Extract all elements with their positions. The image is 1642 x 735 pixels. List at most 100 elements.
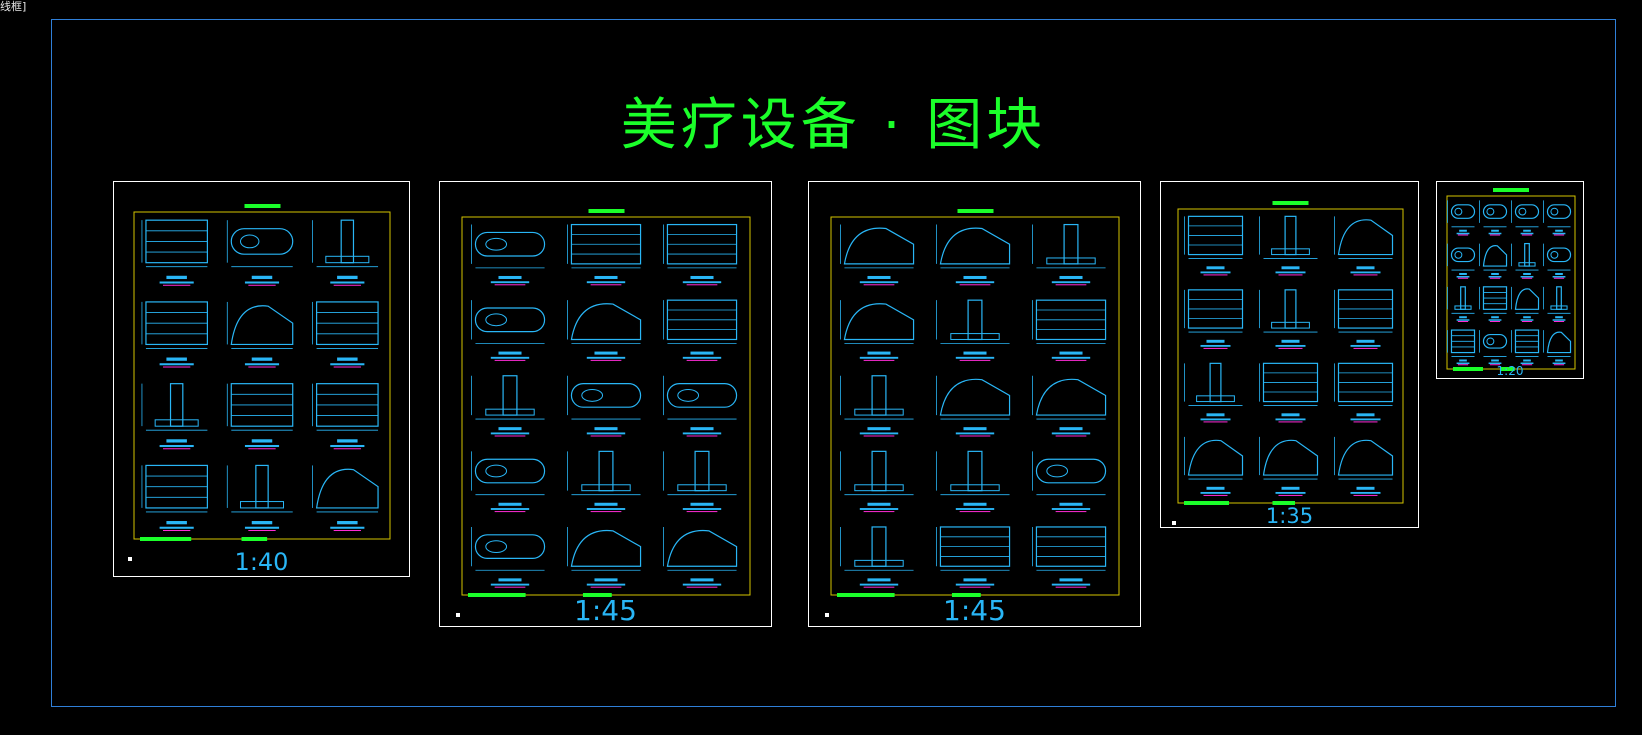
cad-block xyxy=(1479,200,1508,236)
scale-bar xyxy=(468,593,526,597)
cad-block xyxy=(1511,286,1540,322)
cad-block xyxy=(1334,436,1394,496)
cad-block xyxy=(936,299,1010,361)
sheet-1-linework xyxy=(128,204,391,561)
cad-block xyxy=(1447,329,1476,366)
sheet-1[interactable]: 1:40 xyxy=(113,181,410,577)
cad-block xyxy=(312,383,379,450)
scale-bar xyxy=(241,537,268,541)
title-bar xyxy=(1272,201,1309,205)
cad-block xyxy=(936,375,1011,437)
cad-block xyxy=(936,526,1011,588)
cad-block xyxy=(226,383,294,450)
sheet-2[interactable]: 1:45 xyxy=(439,181,772,627)
corner-mark xyxy=(825,613,829,617)
cad-block xyxy=(1032,299,1107,361)
cad-block xyxy=(312,301,379,368)
inner-border xyxy=(1177,208,1404,504)
sheet-1-scale-label: 1:40 xyxy=(234,548,289,576)
cad-block xyxy=(840,526,914,588)
cad-block xyxy=(471,375,545,437)
cad-block xyxy=(840,375,914,437)
cad-block xyxy=(567,450,641,513)
cad-block xyxy=(1259,215,1318,276)
cad-block xyxy=(1184,215,1244,276)
title-bar xyxy=(957,209,994,213)
cad-block xyxy=(1479,286,1508,322)
cad-block xyxy=(840,300,915,361)
cad-block xyxy=(936,224,1011,286)
cad-block xyxy=(1259,436,1319,496)
corner-mark xyxy=(1172,521,1176,525)
cad-block xyxy=(1334,216,1394,276)
scale-bar xyxy=(582,593,612,597)
cad-block xyxy=(312,219,379,286)
cad-block xyxy=(141,219,208,286)
cad-block xyxy=(471,300,546,361)
corner-mark xyxy=(128,557,132,561)
title-bar xyxy=(588,209,625,213)
cad-block xyxy=(1447,286,1475,322)
scale-bar xyxy=(951,593,981,597)
cad-block xyxy=(840,450,914,513)
cad-block xyxy=(1479,243,1508,279)
cad-block xyxy=(471,451,546,513)
cad-block xyxy=(1259,289,1318,349)
sheet-4-scale-label: 1:35 xyxy=(1265,504,1314,528)
title-bar xyxy=(244,204,281,208)
cad-block xyxy=(663,375,738,437)
sheet-5[interactable]: 1:20 xyxy=(1436,181,1584,379)
cad-block xyxy=(141,383,208,450)
cad-block xyxy=(226,301,294,368)
drawing-frame: 美疗设备 · 图块 xyxy=(51,19,1616,707)
cad-block xyxy=(567,375,642,437)
sheet-2-scale-label: 1:45 xyxy=(574,594,637,627)
scale-bar xyxy=(1453,367,1483,371)
cad-block xyxy=(1479,330,1508,366)
cad-block xyxy=(663,299,738,361)
cad-block xyxy=(1447,243,1476,279)
cad-block xyxy=(1184,362,1243,423)
cad-block xyxy=(1543,330,1572,366)
scale-bar xyxy=(1184,501,1229,505)
viewport-tag[interactable]: 线框] xyxy=(0,0,27,13)
cad-block xyxy=(141,301,208,368)
title-bar xyxy=(1493,188,1529,192)
sheet-5-scale-label: 1:20 xyxy=(1496,364,1524,378)
inner-border xyxy=(133,211,391,540)
drawing-title: 美疗设备 · 图块 xyxy=(620,93,1047,158)
sheet-4[interactable]: 1:35 xyxy=(1160,181,1419,528)
cad-block xyxy=(1259,362,1319,423)
cad-block xyxy=(1184,436,1244,496)
cad-block xyxy=(1032,375,1107,437)
cad-block xyxy=(663,223,738,286)
cad-block xyxy=(226,220,294,286)
cad-block xyxy=(471,526,546,588)
cad-block xyxy=(226,464,293,532)
scale-bar xyxy=(140,537,192,541)
cad-block xyxy=(1543,200,1572,236)
cad-block xyxy=(1511,200,1540,236)
sheet-2-linework xyxy=(456,209,751,617)
sheet-3-linework xyxy=(825,209,1120,617)
cad-block xyxy=(471,224,546,286)
cad-block xyxy=(1032,223,1106,286)
cad-block xyxy=(663,450,737,513)
scale-bar xyxy=(837,593,895,597)
corner-mark xyxy=(456,613,460,617)
inner-border xyxy=(1446,195,1576,370)
cad-block xyxy=(840,224,915,286)
sheet-5-linework xyxy=(1446,188,1576,371)
cad-block xyxy=(312,465,379,532)
cad-block xyxy=(1032,451,1107,513)
sheet-3-scale-label: 1:45 xyxy=(943,594,1006,627)
cad-block xyxy=(1543,243,1572,279)
cad-block xyxy=(1334,362,1394,423)
inner-border xyxy=(830,216,1120,596)
sheet-3[interactable]: 1:45 xyxy=(808,181,1141,627)
cad-block xyxy=(141,464,208,532)
cad-block xyxy=(1184,289,1244,349)
cad-block xyxy=(1447,200,1476,236)
cad-block xyxy=(567,526,642,588)
scale-bar xyxy=(1272,501,1295,505)
